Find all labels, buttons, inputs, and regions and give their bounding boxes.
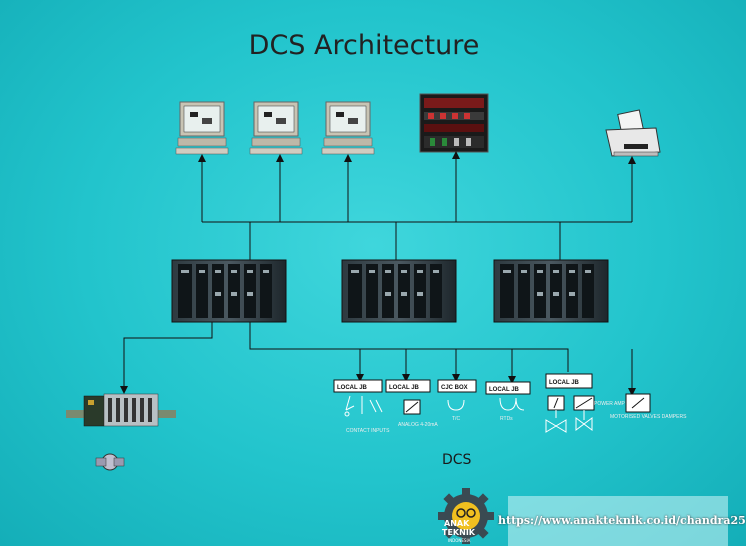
logo-text-line2: TEKNIK bbox=[442, 528, 476, 537]
junction-box-3-label: LOCAL JB bbox=[489, 387, 520, 393]
junction-box-4-label: LOCAL JB bbox=[549, 380, 580, 386]
control-panel-display bbox=[419, 93, 489, 153]
controller-rack-2 bbox=[341, 259, 457, 323]
watermark-bar bbox=[508, 496, 728, 546]
analog-input-label: ANALOG 4-20mA bbox=[398, 422, 438, 428]
diagram-title: DCS Architecture bbox=[248, 30, 480, 61]
junction-box-3: LOCAL JB bbox=[485, 381, 531, 395]
power-amp-label: POWER AMP bbox=[594, 401, 626, 407]
junction-box-1-label: LOCAL JB bbox=[337, 385, 368, 391]
cjc-box-label: CJC BOX bbox=[441, 385, 468, 391]
motorised-valves-label: MOTORISED VALVES DAMPERS bbox=[610, 414, 687, 420]
controller-rack-3 bbox=[493, 259, 609, 323]
printer bbox=[605, 109, 661, 157]
thermocouple-icon bbox=[447, 399, 465, 411]
anak-teknik-logo: ANAK TEKNIK INDONESIA bbox=[438, 488, 494, 544]
controller-rack-1 bbox=[171, 259, 287, 323]
cjc-box: CJC BOX bbox=[437, 379, 477, 393]
watermark-url: https://www.anakteknik.co.id/chandra25 bbox=[498, 514, 746, 527]
field-io-bus bbox=[120, 322, 636, 396]
operator-workstation-1 bbox=[175, 101, 229, 155]
logo-text-line3: INDONESIA bbox=[448, 538, 471, 543]
rtd-label: RTDs bbox=[500, 416, 513, 422]
remote-io-module bbox=[66, 393, 176, 427]
logo-text-line1: ANAK bbox=[444, 519, 470, 528]
junction-box-2: LOCAL JB bbox=[385, 379, 431, 393]
contact-input-symbols bbox=[344, 395, 383, 417]
junction-box-2-label: LOCAL JB bbox=[389, 385, 420, 391]
junction-box-4: LOCAL JB bbox=[545, 373, 593, 389]
control-network-bus bbox=[198, 151, 636, 262]
analog-transmitter-icon bbox=[403, 399, 421, 415]
motorised-valve-icon bbox=[625, 393, 651, 413]
junction-box-1: LOCAL JB bbox=[333, 379, 383, 393]
dcs-caption: DCS bbox=[442, 452, 472, 468]
operator-workstation-3 bbox=[321, 101, 375, 155]
valve-actuator-icon bbox=[95, 453, 125, 471]
power-amp-icons bbox=[545, 395, 595, 433]
architecture-diagram: LOCAL JB LOCAL JB CJC BOX LOCAL JB LOCAL… bbox=[66, 93, 687, 471]
rtd-icon bbox=[499, 397, 525, 411]
contact-inputs-label: CONTACT INPUTS bbox=[346, 428, 390, 434]
operator-workstation-2 bbox=[249, 101, 303, 155]
thermocouple-label: T/C bbox=[452, 416, 460, 422]
